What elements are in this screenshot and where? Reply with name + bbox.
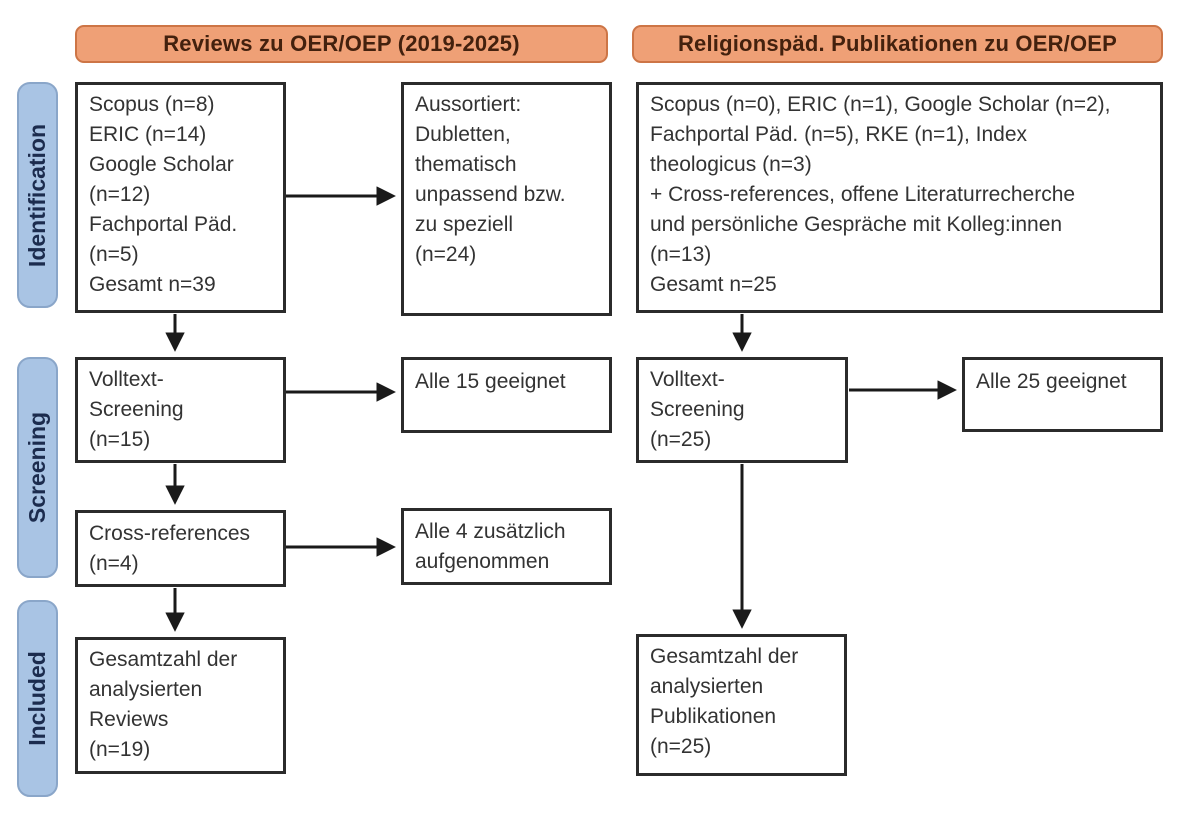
box-line: (n=15) bbox=[89, 428, 151, 451]
box-line: Fachportal Päd. (n=5), RKE (n=1), Index bbox=[650, 123, 1028, 146]
box-line: Volltext- bbox=[650, 368, 725, 391]
box-alle-25-geeignet: Alle 25 geeignet bbox=[962, 357, 1163, 432]
box-line: + Cross-references, offene Literaturrech… bbox=[650, 183, 1076, 206]
box-line: thematisch bbox=[415, 153, 517, 176]
box-relpaed-sources: Scopus (n=0), ERIC (n=1), Google Scholar… bbox=[636, 82, 1163, 313]
box-line: Gesamt n=39 bbox=[89, 273, 216, 296]
box-line: Scopus (n=0), ERIC (n=1), Google Scholar… bbox=[650, 93, 1111, 116]
stage-label-included-text: Included bbox=[24, 651, 50, 746]
box-alle-4-zusaetzlich: Alle 4 zusätzlich aufgenommen bbox=[401, 508, 612, 585]
box-line: Alle 15 geeignet bbox=[415, 370, 566, 393]
column-header-reviews-label: Reviews zu OER/OEP (2019-2025) bbox=[163, 31, 520, 56]
box-line: zu speziell bbox=[415, 213, 514, 236]
box-line: Gesamtzahl der bbox=[650, 645, 799, 668]
box-gesamtzahl-publikationen: Gesamtzahl der analysierten Publikatione… bbox=[636, 634, 847, 776]
box-line: Cross-references bbox=[89, 522, 251, 545]
box-line: (n=25) bbox=[650, 735, 712, 758]
column-header-relpaed-label: Religionspäd. Publikationen zu OER/OEP bbox=[677, 31, 1118, 56]
box-line: analysierten bbox=[89, 678, 203, 701]
box-line: analysierten bbox=[650, 675, 764, 698]
stage-label-identification: Identification bbox=[17, 82, 58, 308]
box-alle-15-geeignet: Alle 15 geeignet bbox=[401, 357, 612, 433]
box-line: unpassend bzw. bbox=[415, 183, 566, 206]
box-line: (n=12) bbox=[89, 183, 151, 206]
box-line: (n=19) bbox=[89, 738, 151, 761]
column-header-relpaed: Religionspäd. Publikationen zu OER/OEP bbox=[632, 25, 1163, 63]
box-line: theologicus (n=3) bbox=[650, 153, 812, 176]
box-line: Publikationen bbox=[650, 705, 777, 728]
stage-label-screening-text: Screening bbox=[24, 411, 50, 524]
box-line: (n=25) bbox=[650, 428, 712, 451]
stage-label-included: Included bbox=[17, 600, 58, 797]
box-volltext-screening-relpaed: Volltext- Screening (n=25) bbox=[636, 357, 848, 463]
stage-label-identification-text: Identification bbox=[24, 123, 50, 267]
box-line: Screening bbox=[650, 398, 745, 421]
box-volltext-screening-reviews: Volltext- Screening (n=15) bbox=[75, 357, 286, 463]
box-line: Alle 4 zusätzlich bbox=[415, 520, 566, 543]
box-line: Gesamt n=25 bbox=[650, 273, 777, 296]
box-gesamtzahl-reviews: Gesamtzahl der analysierten Reviews (n=1… bbox=[75, 637, 286, 774]
box-line: Alle 25 geeignet bbox=[976, 370, 1127, 393]
box-cross-references: Cross-references (n=4) bbox=[75, 510, 286, 587]
box-line: (n=4) bbox=[89, 552, 139, 575]
box-line: (n=13) bbox=[650, 243, 712, 266]
box-line: Reviews bbox=[89, 708, 169, 731]
column-header-reviews: Reviews zu OER/OEP (2019-2025) bbox=[75, 25, 608, 63]
box-line: ERIC (n=14) bbox=[89, 123, 207, 146]
box-line: (n=24) bbox=[415, 243, 477, 266]
box-line: und persönliche Gespräche mit Kolleg:inn… bbox=[650, 213, 1063, 236]
box-line: (n=5) bbox=[89, 243, 139, 266]
box-line: Volltext- bbox=[89, 368, 164, 391]
box-line: Gesamtzahl der bbox=[89, 648, 238, 671]
stage-label-screening: Screening bbox=[17, 357, 58, 578]
box-line: Screening bbox=[89, 398, 184, 421]
box-line: aufgenommen bbox=[415, 550, 550, 573]
box-line: Dubletten, bbox=[415, 123, 511, 146]
box-line: Fachportal Päd. bbox=[89, 213, 238, 236]
box-line: Google Scholar bbox=[89, 153, 234, 176]
box-line: Scopus (n=8) bbox=[89, 93, 215, 116]
box-aussortiert: Aussortiert: Dubletten, thematisch unpas… bbox=[401, 82, 612, 316]
box-reviews-sources: Scopus (n=8) ERIC (n=14) Google Scholar … bbox=[75, 82, 286, 313]
box-line: Aussortiert: bbox=[415, 93, 522, 116]
